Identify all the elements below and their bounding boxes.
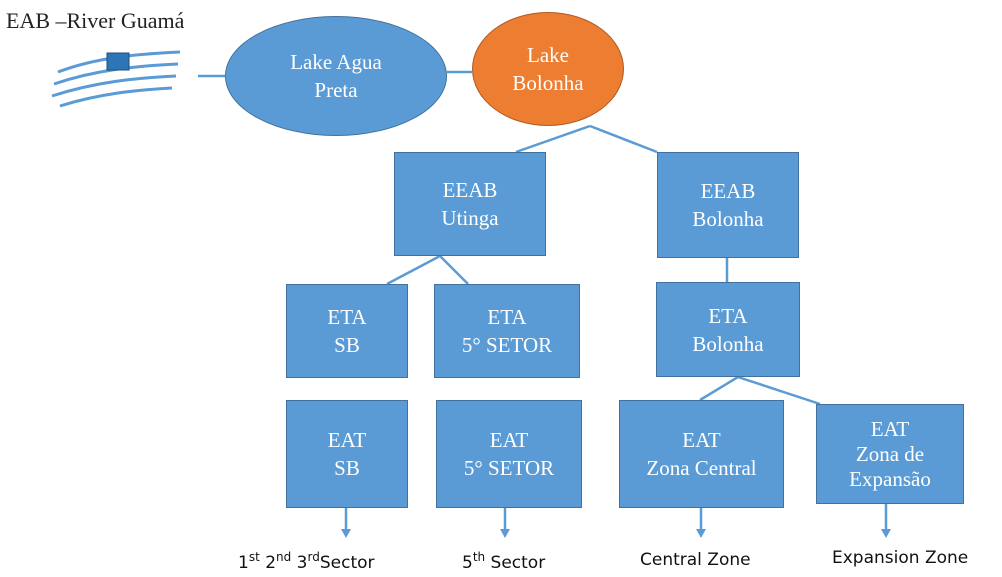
node-eeab-utinga: EEAB Utinga [394, 152, 546, 256]
caption-number: 2 [265, 553, 277, 573]
node-label-line: ETA [487, 305, 527, 329]
node-label-line: Bolonha [512, 71, 584, 95]
caption-ordinal: st [248, 550, 260, 564]
node-label-line: 5° SETOR [463, 456, 555, 480]
caption-ordinal: nd [276, 550, 292, 564]
node-label-line: EAT [327, 428, 367, 452]
node-eta-bolonha: ETA Bolonha [656, 282, 800, 377]
node-eta-sb: ETA SB [286, 284, 408, 378]
node-label-line: EAT [682, 428, 721, 452]
node-label-line: Zona Central [646, 456, 757, 480]
node-label-line: EEAB [700, 179, 756, 203]
node-eeab-bolonha: EEAB Bolonha [657, 152, 799, 258]
caption-number: 5 [462, 553, 473, 573]
connector-utinga-eta-sb [386, 254, 441, 286]
node-lake-agua-preta: Lake Agua Preta [225, 16, 447, 136]
node-label-line: Lake Agua [290, 50, 382, 74]
caption-number: 1 [238, 553, 249, 573]
connector-eta-eat-expansao [737, 375, 821, 406]
caption-ordinal: th [472, 550, 486, 564]
connector-bolonha-eeab-bolonha [589, 124, 658, 154]
diagram-title: EAB –River Guamá [6, 8, 185, 33]
arrow-head-sb [341, 529, 351, 538]
node-label-line: Zona de [855, 441, 925, 466]
node-eat-zona-central: EAT Zona Central [619, 400, 784, 508]
connector-bolonha-eeab-utinga [515, 124, 591, 154]
node-label-line: SB [334, 333, 360, 357]
node-label-line: SB [334, 456, 360, 480]
node-eta-5-setor: ETA 5° SETOR [434, 284, 580, 378]
caption-expansion-zone: Expansion Zone [832, 548, 969, 568]
node-eat-5-setor: EAT 5° SETOR [436, 400, 582, 508]
caption-word: Sector [319, 553, 375, 573]
node-label-line: Lake [527, 43, 569, 67]
connector-eta-eat-central [699, 375, 739, 402]
node-label-line: EAT [489, 428, 529, 452]
caption-sectors-1-2-3: 1st 2nd 3rdSector [238, 550, 375, 573]
caption-ordinal: rd [307, 550, 320, 564]
node-label-line: ETA [708, 303, 748, 328]
node-label-line: EEAB [442, 178, 498, 202]
caption-number: 3 [296, 553, 308, 573]
node-label-line: Expansão [849, 466, 931, 491]
caption-sector-5: 5th Sector [462, 550, 545, 573]
node-label-line: 5° SETOR [461, 333, 553, 357]
node-label-line: Bolonha [692, 207, 764, 231]
node-label-line: ETA [327, 305, 367, 329]
node-lake-bolonha: Lake Bolonha [472, 12, 624, 126]
node-label-line: EAT [870, 416, 910, 441]
caption-word: Sector [490, 553, 546, 573]
arrow-head-central [696, 529, 706, 538]
node-label-line: Preta [314, 78, 358, 102]
node-label-line: Bolonha [692, 331, 764, 356]
caption-central-zone: Central Zone [640, 550, 751, 570]
arrow-head-5 [500, 529, 510, 538]
node-eat-sb: EAT SB [286, 400, 408, 508]
node-eat-zona-expansao: EAT Zona de Expansão [816, 404, 964, 504]
arrow-head-expansao [881, 529, 891, 538]
node-label-line: Utinga [441, 206, 499, 230]
river-intake-icon [51, 50, 181, 108]
connector-utinga-eta-5 [439, 255, 469, 285]
